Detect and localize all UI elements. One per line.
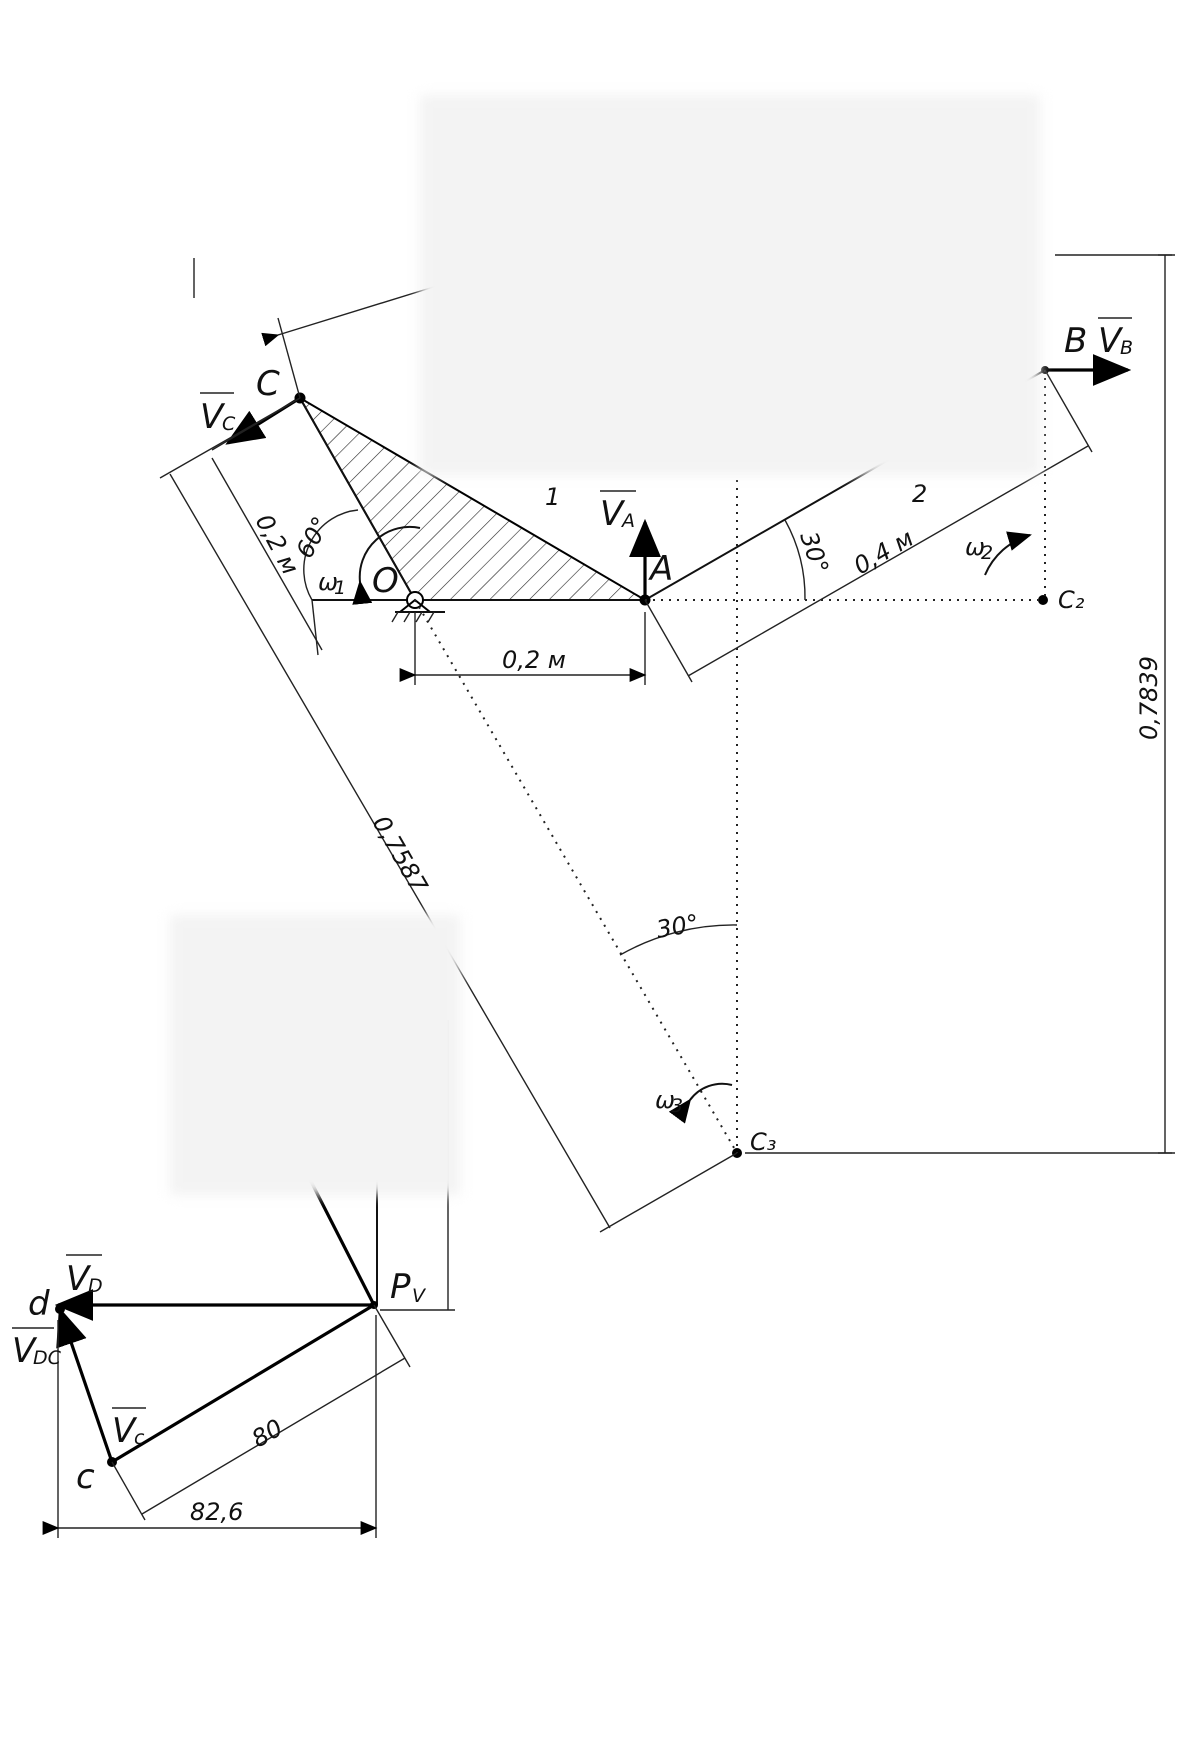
svg-text:V: V xyxy=(412,1285,427,1307)
label-omega1: ω 1 xyxy=(318,568,346,599)
label-omega2: ω 2 xyxy=(965,533,993,564)
svg-text:B: B xyxy=(1120,337,1133,359)
svg-text:1: 1 xyxy=(334,577,346,599)
svg-text:D: D xyxy=(88,1275,103,1297)
dimension-oa xyxy=(399,612,647,685)
blurred-region-middle xyxy=(170,915,460,1195)
svg-text:V: V xyxy=(66,1259,92,1299)
svg-text:c: c xyxy=(134,1427,145,1449)
polygon-c-d xyxy=(56,1306,114,1463)
svg-text:A: A xyxy=(620,510,635,532)
omega3-icon xyxy=(668,1082,733,1124)
dimension-vertical xyxy=(745,254,1175,1154)
label-c: C xyxy=(256,364,280,404)
dim-text-oa: 0,2 м xyxy=(502,646,566,674)
label-vc-small: V c xyxy=(112,1407,146,1451)
label-b: B xyxy=(1064,321,1087,361)
dimension-top xyxy=(261,284,441,347)
svg-text:V: V xyxy=(1098,321,1124,361)
label-va: V A xyxy=(600,490,636,534)
dimension-ab xyxy=(644,369,1093,683)
label-a: A xyxy=(648,549,673,589)
label-d: d xyxy=(28,1284,50,1324)
svg-text:V: V xyxy=(200,397,226,437)
svg-text:V: V xyxy=(12,1331,38,1371)
svg-text:C: C xyxy=(222,413,236,435)
label-omega3: ω 3 xyxy=(655,1086,683,1117)
dotted-oc3 xyxy=(414,599,738,1154)
dim-text-vertical: 0,7839 xyxy=(1135,656,1163,740)
label-vdc: V DC xyxy=(12,1327,62,1371)
arc-60 xyxy=(303,509,359,601)
label-vd: V D xyxy=(66,1254,103,1299)
dim-text-30a: 30° xyxy=(794,528,834,577)
dim-text-826: 82,6 xyxy=(190,1498,243,1526)
label-vc: V C xyxy=(200,392,236,437)
label-pv: P V xyxy=(390,1267,427,1307)
label-c-small: c xyxy=(76,1457,95,1497)
dim-text-c3c: 0,7587 xyxy=(367,811,434,898)
dimension-c3c xyxy=(159,397,738,1233)
omega1-icon xyxy=(352,525,421,605)
point-c2 xyxy=(1038,595,1048,605)
svg-text:P: P xyxy=(390,1267,411,1307)
svg-text:2: 2 xyxy=(981,542,993,564)
svg-text:V: V xyxy=(600,494,626,534)
dim-text-30b: 30° xyxy=(654,909,701,944)
svg-text:ω: ω xyxy=(965,533,985,561)
svg-text:ω: ω xyxy=(655,1086,675,1114)
svg-text:DC: DC xyxy=(33,1347,62,1369)
dimension-826 xyxy=(42,1315,378,1538)
label-c2: C₂ xyxy=(1058,586,1085,614)
point-d xyxy=(55,1304,65,1314)
blurred-region-top xyxy=(420,95,1040,475)
dimension-top-ext xyxy=(277,317,301,399)
link-oc xyxy=(299,397,416,601)
dim-text-80: 80 xyxy=(247,1414,287,1454)
arc-30-ab xyxy=(784,519,806,601)
polygon-pv-c xyxy=(111,1303,375,1464)
label-link-1: 1 xyxy=(545,483,560,511)
arc-30-c3 xyxy=(619,924,738,956)
label-vb: V B xyxy=(1098,317,1133,361)
omega2-icon xyxy=(984,531,1032,576)
svg-text:ω: ω xyxy=(318,568,338,596)
dimension-80 xyxy=(111,1304,411,1521)
label-link-2: 2 xyxy=(912,480,927,508)
label-o: O xyxy=(372,561,399,601)
svg-text:3: 3 xyxy=(671,1095,683,1117)
label-c3: C₃ xyxy=(750,1128,776,1156)
dim-text-ab: 0,4 м xyxy=(849,524,918,580)
svg-text:V: V xyxy=(112,1411,138,1451)
